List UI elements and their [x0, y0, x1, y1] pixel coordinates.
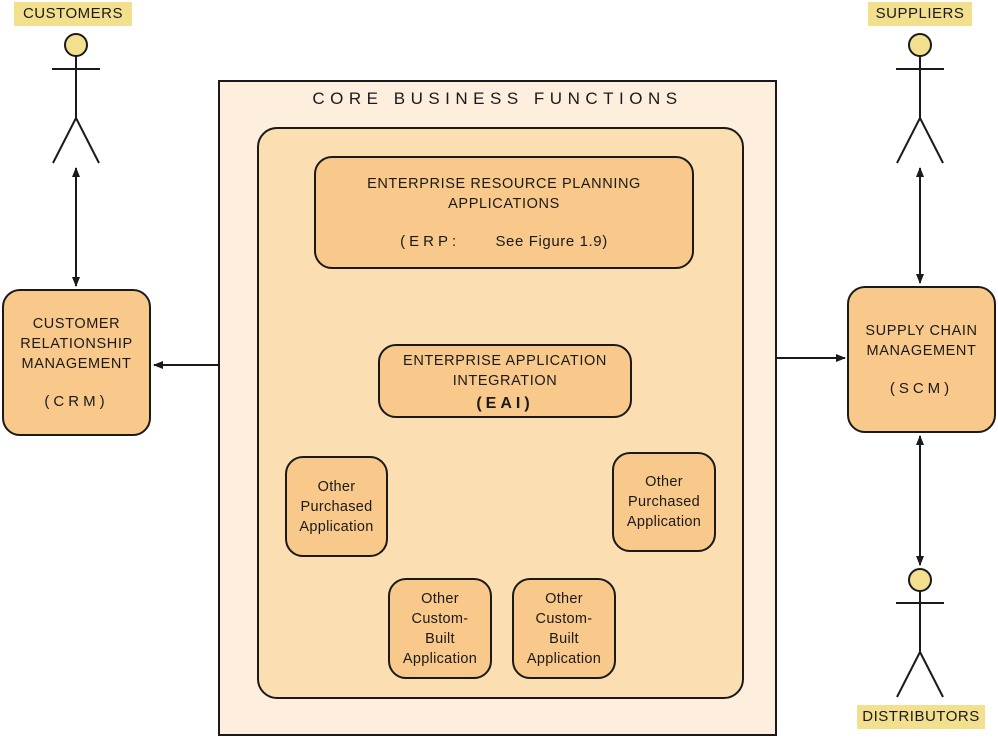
custom-app-right-line-2: Custom- — [535, 610, 593, 627]
purchased-app-left: Other Purchased Application — [285, 456, 388, 557]
scm-title-line-2: MANAGEMENT — [866, 342, 977, 359]
erp-abbreviation: (ERP: — [400, 232, 461, 250]
scm-abbreviation: (SCM) — [889, 379, 954, 397]
custom-app-left: Other Custom- Built Application — [388, 578, 492, 679]
crm-box: CUSTOMER RELATIONSHIP MANAGEMENT (CRM) — [2, 289, 151, 436]
crm-title-line-2: RELATIONSHIP — [20, 335, 133, 352]
purchased-app-right-line-2: Purchased — [627, 494, 701, 510]
scm-box: SUPPLY CHAIN MANAGEMENT (SCM) — [847, 286, 996, 433]
custom-app-right: Other Custom- Built Application — [512, 578, 616, 679]
suppliers-label: SUPPLIERS — [868, 2, 972, 26]
crm-title-line-1: CUSTOMER — [32, 315, 121, 332]
purchased-app-left-line-1: Other — [317, 478, 356, 495]
purchased-app-left-line-3: Application — [299, 518, 374, 535]
scm-title-line-1: SUPPLY CHAIN — [865, 322, 978, 339]
erp-figure-ref: See Figure 1.9) — [495, 232, 608, 250]
custom-app-left-line-1: Other — [421, 590, 459, 607]
erp-box: ENTERPRISE RESOURCE PLANNING APPLICATION… — [314, 156, 694, 269]
custom-app-left-line-4: Application — [402, 650, 478, 667]
core-business-title: CORE BUSINESS FUNCTIONS — [312, 89, 683, 108]
eai-box: ENTERPRISE APPLICATION INTEGRATION (EAI) — [378, 344, 632, 418]
custom-app-right-line-1: Other — [545, 590, 583, 607]
eai-title-line-2: INTEGRATION — [452, 372, 558, 389]
custom-app-right-line-3: Built — [549, 630, 579, 647]
custom-app-left-line-2: Custom- — [411, 610, 469, 627]
customers-label: CUSTOMERS — [14, 2, 132, 26]
purchased-app-right-line-3: Application — [626, 514, 702, 530]
purchased-app-right: Other Purchased Application — [612, 452, 716, 552]
crm-abbreviation: (CRM) — [44, 392, 109, 410]
distributors-label: DISTRIBUTORS — [857, 705, 985, 729]
custom-app-left-line-3: Built — [425, 630, 455, 647]
distributor-figure — [896, 568, 944, 698]
purchased-app-left-line-2: Purchased — [300, 498, 373, 515]
eai-abbreviation: (EAI) — [476, 394, 534, 412]
customer-figure — [52, 33, 100, 164]
erp-title-line-2: APPLICATIONS — [448, 195, 560, 212]
purchased-app-right-line-1: Other — [645, 474, 683, 490]
erp-reference: (ERP: See Figure 1.9) — [400, 232, 608, 252]
eai-title-line-1: ENTERPRISE APPLICATION — [403, 352, 607, 369]
supplier-figure — [896, 33, 944, 164]
erp-title-line-1: ENTERPRISE RESOURCE PLANNING — [367, 175, 641, 192]
crm-title-line-3: MANAGEMENT — [21, 355, 132, 372]
custom-app-right-line-4: Application — [526, 650, 602, 667]
